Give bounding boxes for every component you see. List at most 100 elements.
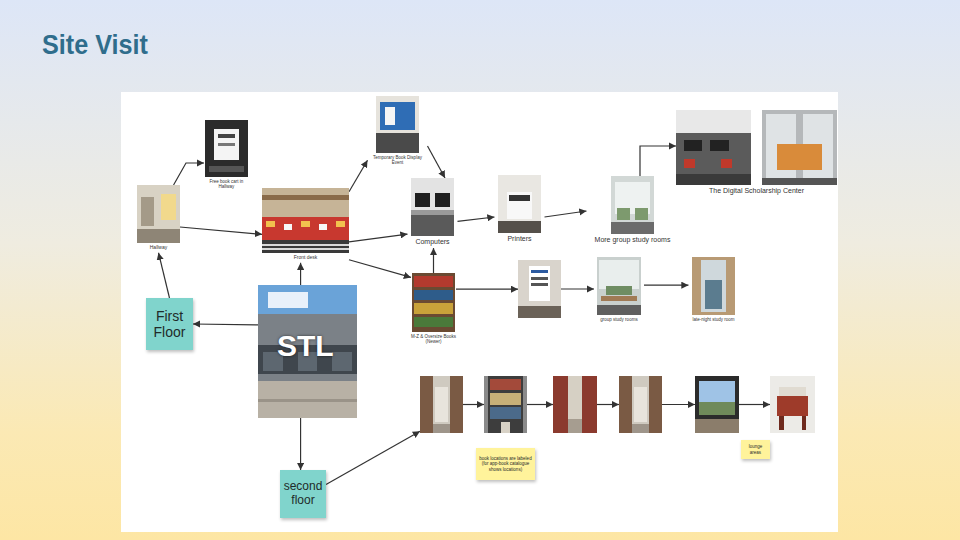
photo-detail [498, 175, 541, 233]
photo-illustration [262, 188, 349, 253]
photo-detail [649, 376, 662, 433]
photo-detail [209, 166, 243, 173]
photo-illustration [137, 185, 180, 243]
photo-detail [258, 381, 357, 418]
photo-node: late-night study room [689, 257, 739, 324]
photo-illustration [412, 273, 455, 332]
photo-detail [701, 260, 727, 312]
photo-node [484, 376, 527, 433]
photo-detail [336, 221, 345, 228]
photo-detail [498, 221, 541, 233]
photo-caption: More group study rooms [587, 236, 679, 244]
photo-detail [262, 188, 349, 217]
sticky-text: book locations are labeled (for app-book… [478, 456, 533, 472]
photo-node [420, 376, 463, 433]
photo-detail [692, 257, 735, 315]
photo-detail [266, 221, 275, 228]
photo-detail [721, 159, 732, 168]
photo-detail [632, 424, 649, 433]
photo-detail [568, 419, 581, 433]
photo-detail [518, 306, 561, 318]
photo-detail [770, 376, 815, 433]
photo-node: Printers [495, 175, 545, 245]
sticky-note: First Floor [146, 298, 193, 350]
photo-detail [531, 277, 548, 279]
connector-arrow [463, 404, 484, 405]
photo-node [695, 376, 739, 433]
photo-detail [414, 276, 453, 287]
slide-title: Site Visit [42, 31, 148, 59]
connector-arrow [527, 404, 553, 405]
connector-arrow [644, 285, 689, 286]
connector-arrow [349, 160, 368, 192]
connector-arrow [300, 263, 301, 285]
photo-detail [268, 292, 308, 308]
photo-caption: group study rooms [594, 317, 644, 322]
photo-caption: Front desk [262, 255, 349, 261]
photo-detail [802, 416, 807, 430]
connector-arrow [174, 163, 204, 185]
photo-detail [218, 143, 235, 146]
connector-arrow [349, 234, 408, 242]
photo-illustration [498, 175, 541, 233]
photo-caption: Computers [408, 238, 458, 246]
photo-illustration [205, 120, 248, 177]
photo-caption: Hallway [137, 245, 180, 251]
photo-detail [420, 376, 463, 433]
connector-arrow [739, 404, 770, 405]
photo-detail [435, 193, 450, 208]
photo-illustration [611, 176, 654, 234]
photo-detail [599, 260, 639, 289]
photo-detail [611, 176, 654, 234]
photo-detail [411, 215, 454, 236]
sticky-note: book locations are labeled (for app-book… [476, 448, 535, 480]
photo-overlay-text: STL [258, 285, 357, 361]
photo-detail [161, 194, 176, 220]
photo-detail [779, 387, 806, 396]
photo-illustration [619, 376, 662, 433]
photo-detail [258, 399, 357, 402]
photo-detail [695, 376, 739, 433]
photo-detail [301, 221, 310, 228]
photo-detail [262, 244, 349, 246]
photo-detail [777, 396, 809, 416]
connector-arrow [326, 431, 420, 484]
connector-arrow [545, 211, 587, 217]
photo-node: More group study rooms [587, 176, 679, 246]
photo-detail [611, 222, 654, 234]
photo-detail [762, 178, 837, 186]
photo-caption: Temporary Book Display Event [368, 155, 428, 165]
photo-detail [619, 376, 662, 433]
connector-arrow [159, 253, 170, 298]
photo-node: Computers [408, 178, 458, 248]
photo-detail [490, 379, 520, 390]
photo-illustration [411, 178, 454, 236]
sticky-text: lounge areas [743, 444, 768, 454]
photo-detail [205, 120, 248, 177]
photo-node: group study rooms [594, 257, 644, 324]
photo-detail [710, 140, 729, 151]
photo-detail [490, 393, 520, 404]
photo-detail [214, 129, 240, 160]
connector-arrow [662, 404, 695, 405]
photo-detail [411, 178, 454, 236]
photo-detail [507, 192, 533, 218]
photo-node: Front desk [262, 188, 349, 263]
sticky-text: First Floor [148, 308, 191, 340]
photo-detail [385, 107, 396, 124]
photo-detail [635, 208, 648, 220]
photo-caption: late-night study room [689, 317, 739, 322]
connector-arrow [640, 146, 676, 176]
photo-node: STL [258, 285, 357, 418]
photo-node: M-Z & Oversize Books (Newer) [411, 273, 456, 346]
photo-detail [414, 290, 453, 301]
photo-detail [262, 217, 349, 240]
photo-detail [376, 96, 419, 153]
sticky-text: second floor [282, 480, 324, 508]
connector-arrow [561, 288, 594, 289]
photo-detail [601, 296, 636, 301]
photo-detail [332, 352, 352, 372]
photo-detail [411, 210, 454, 215]
connector-arrow [180, 227, 262, 234]
